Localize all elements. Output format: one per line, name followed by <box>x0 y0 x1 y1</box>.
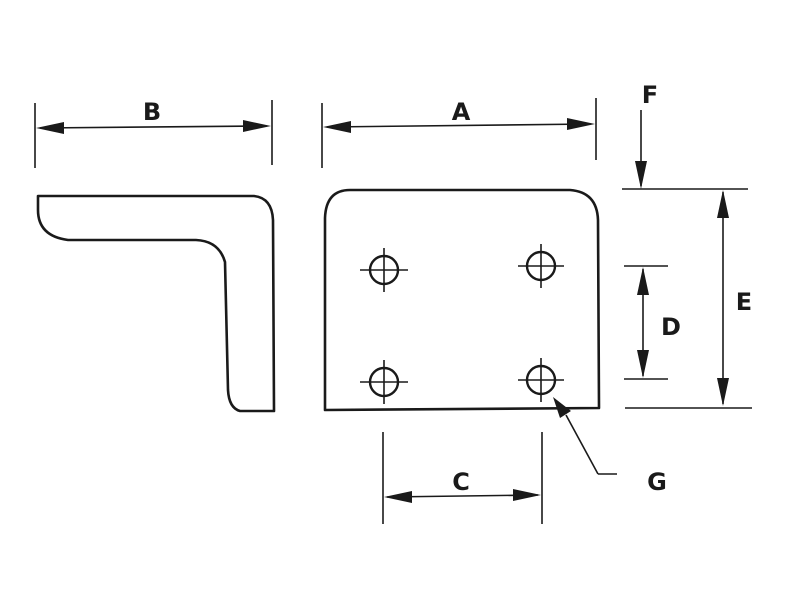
hole-bottom-right <box>518 358 564 402</box>
dimension-f <box>622 110 748 190</box>
dimension-b <box>34 100 273 168</box>
dimension-c <box>382 432 543 524</box>
label-b: B <box>143 98 161 126</box>
label-a: A <box>452 98 471 126</box>
leader-g <box>553 397 617 475</box>
label-f: F <box>642 81 658 109</box>
dimension-e <box>625 190 752 409</box>
label-c: C <box>452 468 470 496</box>
dimension-d <box>624 265 668 380</box>
label-d: D <box>661 313 681 341</box>
bracket-front-plate <box>323 188 601 412</box>
dimension-a <box>321 98 597 168</box>
hole-top-left <box>360 248 408 292</box>
hole-bottom-left <box>360 360 408 404</box>
hole-top-right <box>518 244 564 288</box>
bracket-side-profile <box>36 194 276 413</box>
label-e: E <box>736 288 752 316</box>
label-g: G <box>647 468 667 496</box>
